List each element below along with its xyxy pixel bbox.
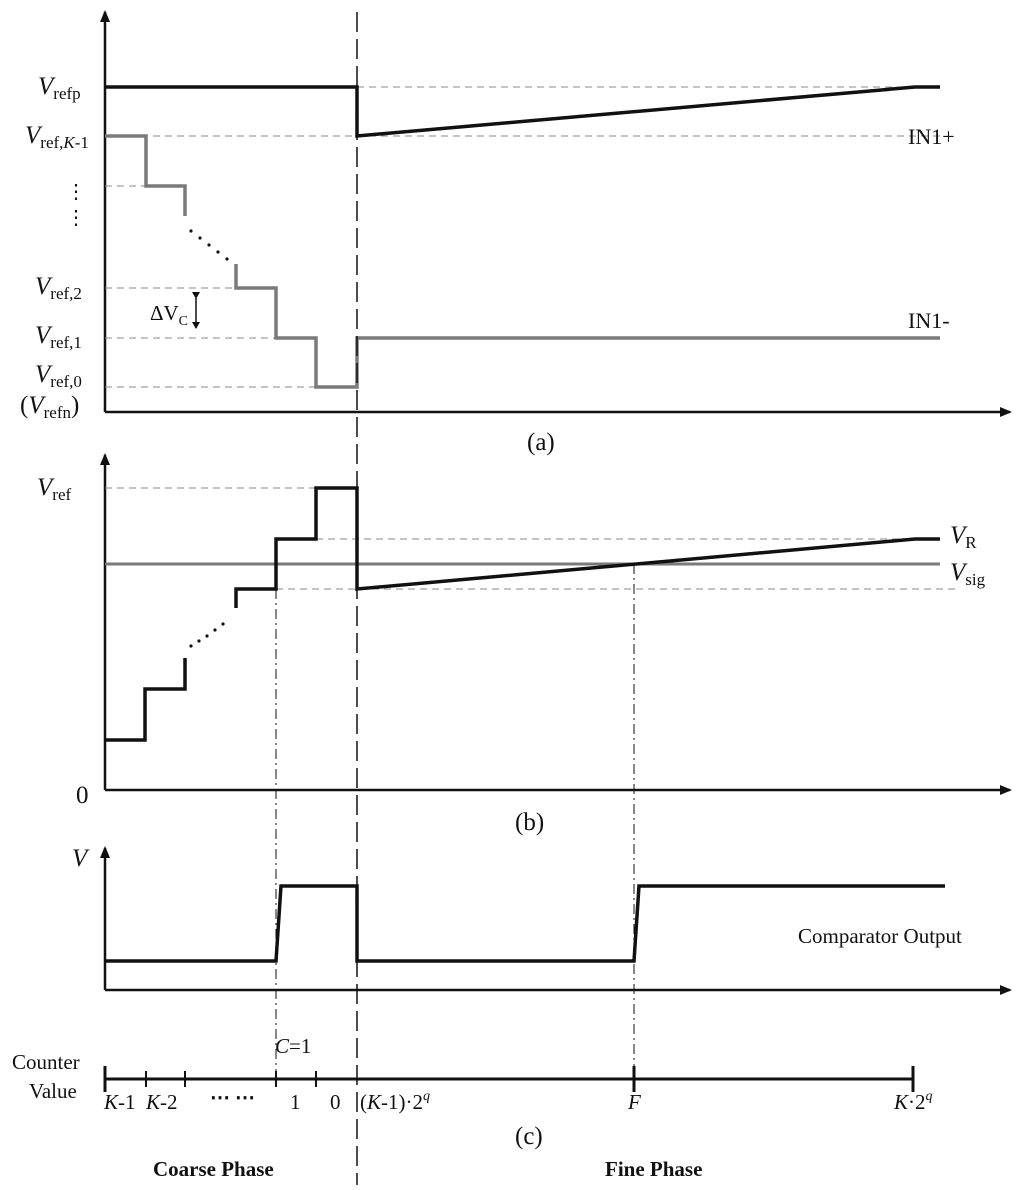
tick-label-fine-start: (K-1)·2q [360, 1089, 430, 1114]
label-zero: 0 [76, 782, 89, 809]
label-comparator-output: Comparator Output [798, 924, 962, 948]
caption-c: (c) [515, 1123, 543, 1150]
label-in1-plus: IN1+ [908, 124, 955, 149]
panel-b-reference-dashes [105, 487, 960, 590]
in1-plus-trace [105, 85, 940, 138]
vref-staircase-upper [234, 486, 940, 608]
label-vrefp: Vrefp [38, 73, 81, 103]
label-value: Value [29, 1079, 77, 1103]
tick-label-end: K·2q [893, 1089, 933, 1114]
panel-b-ellipsis-dots [189, 622, 225, 648]
tick-label-dots: ⋯ ⋯ [210, 1087, 255, 1109]
label-vr: VR [950, 522, 977, 552]
tick-label-0: 0 [330, 1090, 341, 1114]
vref-staircase-lower [105, 658, 187, 742]
label-vref-1: Vref,1 [35, 322, 82, 352]
in1-minus-staircase-bottom [234, 264, 940, 389]
label-coarse-phase: Coarse Phase [153, 1157, 274, 1181]
comparator-output-trace [105, 884, 945, 963]
tick-label-k-1: K-1 [103, 1090, 136, 1114]
label-vref-k-1: Vref,K-1 [25, 122, 89, 152]
label-vertical-dots-2: ⋮ [66, 207, 86, 229]
label-vref: Vref [37, 474, 71, 504]
label-counter: Counter [12, 1050, 80, 1074]
caption-a: (a) [527, 429, 555, 456]
label-vsig: Vsig [950, 559, 986, 589]
label-v: V [72, 845, 90, 872]
tick-label-1: 1 [290, 1090, 301, 1114]
label-in1-minus: IN1- [908, 308, 950, 333]
label-vrefn: (Vrefn) [20, 392, 79, 422]
panel-b: Vref 0 VR Vsig (b) [37, 453, 1012, 836]
panel-a: ΔVC Vrefp Vref,K-1 ⋮ ⋮ Vref,2 Vref,1 Vre… [20, 10, 1012, 456]
tick-label-k-2: K-2 [145, 1090, 178, 1114]
panel-c: V Comparator Output Counter Value C=1 K-… [12, 845, 1012, 1181]
label-c-equals-1: C=1 [275, 1034, 311, 1058]
delta-vc-label: ΔVC [150, 301, 188, 329]
in1-minus-staircase-top [105, 134, 187, 216]
panel-a-reference-dashes [105, 86, 940, 388]
caption-b: (b) [515, 809, 544, 836]
label-vref-0: Vref,0 [35, 361, 82, 391]
label-vertical-dots-1: ⋮ [66, 181, 86, 203]
tick-label-f: F [627, 1090, 641, 1114]
label-fine-phase: Fine Phase [605, 1157, 702, 1181]
panel-a-ellipsis-dots [189, 229, 229, 261]
label-vref-2: Vref,2 [35, 273, 82, 303]
